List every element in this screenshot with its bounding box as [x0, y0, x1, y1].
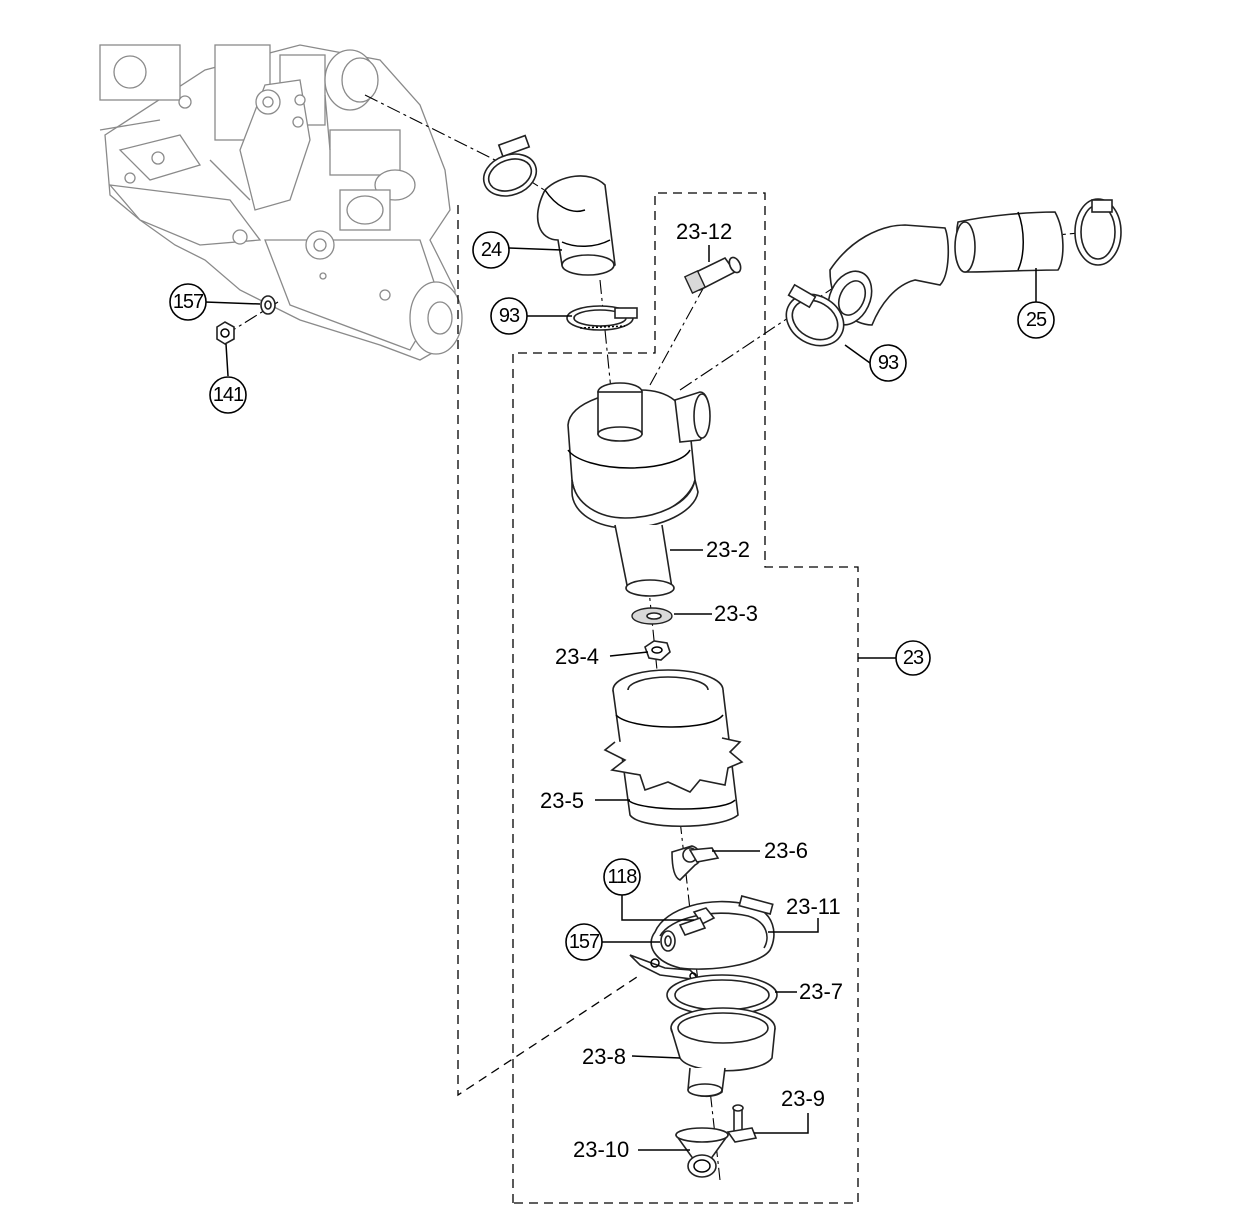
callout-93-right: 93: [869, 344, 907, 382]
hose-clamp-93-right: [785, 283, 845, 347]
hose-clamp-right: [1074, 198, 1122, 266]
callout-24: 24: [472, 231, 510, 269]
label-23-4: 23-4: [555, 644, 599, 669]
washer-23-3: [631, 607, 673, 625]
leader-lines: [204, 245, 1037, 1151]
label-23-7: 23-7: [799, 979, 843, 1004]
gasket-23-7: [666, 974, 778, 1016]
label-141: 141: [213, 384, 244, 406]
label-23-11: 23-11: [786, 894, 841, 919]
callout-23: 23: [895, 640, 931, 676]
label-23: 23: [903, 647, 924, 669]
callout-141: 141: [209, 376, 247, 414]
label-93-right: 93: [878, 352, 899, 374]
fitting-23-12: [683, 256, 742, 295]
washer-157-bolt: [660, 930, 676, 952]
hose-clamp-top: [482, 134, 538, 197]
label-157-bolt: 157: [569, 931, 600, 953]
label-23-10: 23-10: [573, 1137, 629, 1162]
label-23-8: 23-8: [582, 1044, 626, 1069]
assembly-boundary-left: [457, 205, 641, 1097]
label-23-6: 23-6: [764, 838, 808, 863]
inlet-hose-25: [827, 211, 1064, 326]
label-23-9: 23-9: [781, 1086, 825, 1111]
wing-bolt-23-9: [726, 1104, 758, 1143]
label-23-12: 23-12: [676, 219, 732, 244]
wing-nut-23-6: [671, 845, 720, 881]
callout-25: 25: [1017, 301, 1055, 339]
engine-block-illustration: [99, 44, 463, 361]
valve-23-10: [675, 1127, 729, 1178]
hose-clamp-93-left: [566, 305, 638, 331]
filter-element-23-5: [603, 669, 744, 828]
label-23-3: 23-3: [714, 601, 758, 626]
callout-118: 118: [603, 858, 641, 896]
label-23-5: 23-5: [540, 788, 584, 813]
callout-93-left: 93: [490, 297, 528, 335]
callout-157-left: 157: [169, 283, 207, 321]
washer-157-left: [260, 295, 276, 315]
dust-cup-23-8: [670, 1007, 776, 1098]
label-118: 118: [608, 866, 638, 888]
nut-141: [216, 321, 235, 345]
label-25: 25: [1026, 309, 1047, 331]
label-157-left: 157: [173, 291, 204, 313]
centerline-hose-filter: [599, 279, 613, 401]
label-24: 24: [481, 239, 502, 261]
callout-157-bolt: 157: [565, 923, 603, 961]
label-93-left: 93: [499, 305, 520, 327]
filter-housing-23-2: [567, 382, 711, 597]
centerline-engine-clamp: [364, 94, 506, 166]
label-23-2: 23-2: [706, 537, 750, 562]
elbow-hose-24: [536, 175, 616, 276]
centerline-23-12: [649, 284, 706, 386]
nut-23-4: [644, 640, 671, 661]
assembly-boundary-23: [512, 192, 859, 1204]
